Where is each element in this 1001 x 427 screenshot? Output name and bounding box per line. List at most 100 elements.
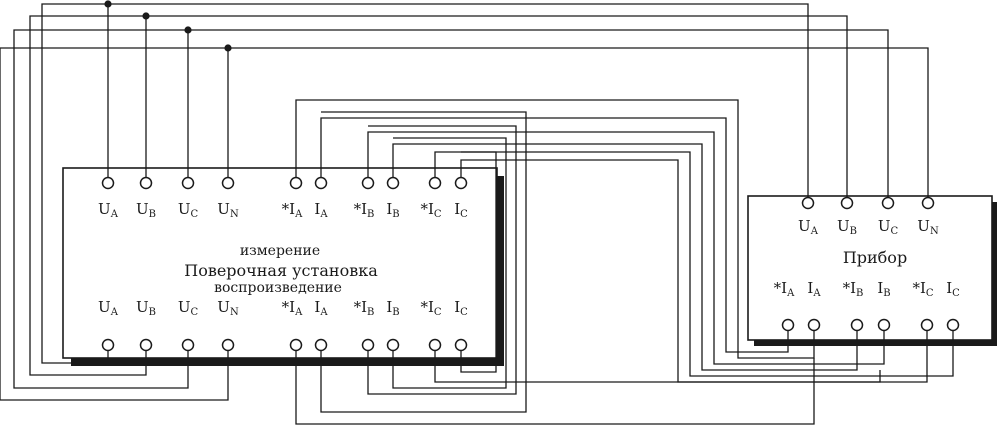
device-voltage-label-1: UB (837, 217, 857, 237)
unit-reproduce-label-9-text: I (454, 298, 460, 316)
unit-measure-label-9-subscript: C (460, 209, 468, 220)
wire-current-a-star-repr (295, 345, 815, 425)
unit-measure-label-7-subscript: B (392, 209, 399, 220)
unit-measure-label-6-text: *I (354, 200, 368, 218)
unit-reproduce-terminal-5[interactable] (314, 338, 328, 352)
unit-measure-terminal-8[interactable] (428, 176, 442, 190)
unit-reproduce-label-1-text: U (136, 298, 149, 316)
unit-reproduce-label-3-subscript: N (230, 307, 239, 318)
unit-measure-label-5: IA (314, 200, 328, 220)
device-voltage-label-3-text: U (917, 217, 930, 235)
unit-reproduce-label-1-subscript: B (149, 307, 156, 318)
unit-measure-label-4: *IA (282, 200, 303, 220)
device-current-label-4: *IC (912, 279, 933, 299)
unit-measure-terminal-9[interactable] (454, 176, 468, 190)
unit-measure-terminal-5[interactable] (314, 176, 328, 190)
device-voltage-terminal-1[interactable] (840, 196, 854, 210)
unit-reproduce-label-5-text: I (314, 298, 320, 316)
unit-reproduce-label-7: IB (386, 298, 399, 318)
unit-measure-terminal-1[interactable] (139, 176, 153, 190)
unit-measure-terminal-4[interactable] (289, 176, 303, 190)
unit-reproduce-terminal-9[interactable] (454, 338, 468, 352)
unit-reproduce-terminal-0[interactable] (101, 338, 115, 352)
device-current-terminal-1[interactable] (807, 318, 821, 332)
unit-reproduce-label-9: IC (454, 298, 468, 318)
wires (0, 3, 954, 425)
wire-voltage-a (107, 3, 809, 203)
device-voltage-label-0: UA (798, 217, 819, 237)
device-voltage-terminal-3[interactable] (921, 196, 935, 210)
device-current-label-0-text: *I (774, 279, 788, 297)
terminals (101, 0, 960, 352)
unit-reproduce-terminal-2[interactable] (181, 338, 195, 352)
unit-measure-label-3-subscript: N (230, 209, 239, 220)
wire-current-c-repr (460, 151, 497, 373)
device-current-label-3: IB (877, 279, 890, 299)
unit-measure-terminal-7[interactable] (386, 176, 400, 190)
junction-dot-3 (224, 44, 232, 52)
unit-measure-terminal-3[interactable] (221, 176, 235, 190)
device-current-terminal-0[interactable] (781, 318, 795, 332)
unit-reproduce-label-4-subscript: A (294, 307, 303, 318)
wire-voltage-n (227, 47, 929, 203)
unit-measure-label-2-subscript: C (191, 209, 199, 220)
unit-reproduce-label-4-text: *I (282, 298, 296, 316)
wire-current-a-star-meas (295, 99, 815, 359)
unit-reproduce-terminal-6[interactable] (361, 338, 375, 352)
device-current-label-1-subscript: A (812, 288, 821, 299)
unit-reproduce-label-7-text: I (386, 298, 392, 316)
unit-measure-label-0-text: U (98, 200, 111, 218)
test-unit-box (62, 167, 498, 359)
device-title: Прибор (843, 248, 907, 267)
wire-voltage-b-return (29, 15, 147, 376)
unit-reproduce-label-9-subscript: C (460, 307, 468, 318)
test-unit-label-measure: измерение (240, 243, 320, 259)
unit-reproduce-label-8: *IC (420, 298, 441, 318)
junction-dot-2 (184, 26, 192, 34)
unit-measure-label-1-text: U (136, 200, 149, 218)
unit-reproduce-label-0-subscript: A (110, 307, 119, 318)
device-current-terminal-4[interactable] (920, 318, 934, 332)
unit-measure-terminal-0[interactable] (101, 176, 115, 190)
device-current-terminal-2[interactable] (850, 318, 864, 332)
device-current-label-2-text: *I (843, 279, 857, 297)
wire-voltage-b (145, 15, 848, 203)
unit-reproduce-label-8-subscript: C (434, 307, 442, 318)
device-current-terminal-5[interactable] (946, 318, 960, 332)
device-voltage-terminal-2[interactable] (881, 196, 895, 210)
unit-measure-label-6: *IB (354, 200, 375, 220)
unit-reproduce-label-5: IA (314, 298, 328, 318)
unit-reproduce-terminal-3[interactable] (221, 338, 235, 352)
device-current-label-1-text: I (807, 279, 813, 297)
wire-voltage-n-return (0, 47, 229, 401)
unit-measure-label-4-subscript: A (294, 209, 303, 220)
device-current-terminal-3[interactable] (877, 318, 891, 332)
unit-reproduce-terminal-4[interactable] (289, 338, 303, 352)
wire-current-a-meas (320, 117, 789, 353)
unit-measure-label-1: UB (136, 200, 156, 220)
device-voltage-label-0-subscript: A (810, 226, 819, 237)
unit-reproduce-terminal-8[interactable] (428, 338, 442, 352)
unit-reproduce-label-3: UN (217, 298, 239, 318)
test-unit: измерение Поверочная установка воспроизв… (62, 167, 504, 366)
junction-dot-1 (142, 12, 150, 20)
unit-measure-label-0: UA (98, 200, 119, 220)
unit-reproduce-label-6-text: *I (354, 298, 368, 316)
unit-reproduce-terminal-1[interactable] (139, 338, 153, 352)
unit-reproduce-label-6: *IB (354, 298, 375, 318)
device-voltage-terminal-0[interactable] (801, 196, 815, 210)
wire-current-c-star-meas (434, 151, 954, 377)
device-current-label-0: *IA (774, 279, 795, 299)
device-box (747, 195, 993, 341)
unit-measure-terminal-6[interactable] (361, 176, 375, 190)
device-current-label-5-text: I (946, 279, 952, 297)
unit-measure-terminal-2[interactable] (181, 176, 195, 190)
unit-reproduce-label-2-subscript: C (191, 307, 199, 318)
unit-measure-label-1-subscript: B (149, 209, 156, 220)
unit-reproduce-terminal-7[interactable] (386, 338, 400, 352)
unit-measure-label-5-text: I (314, 200, 320, 218)
device-current-label-4-text: *I (912, 279, 926, 297)
wire-current-b-star-repr (367, 125, 517, 395)
